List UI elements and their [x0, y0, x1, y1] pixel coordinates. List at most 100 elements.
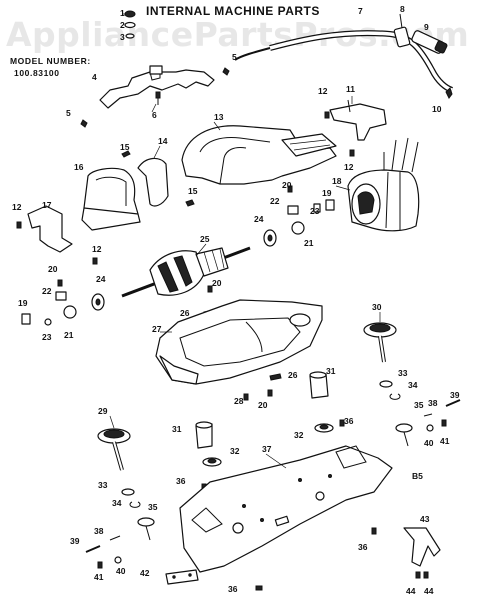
part-33-washers	[121, 380, 393, 496]
callout-12b: 12	[344, 162, 354, 172]
part-31-bushings	[195, 371, 329, 449]
callout-22b: 22	[42, 286, 52, 296]
callout-26b: 26	[288, 370, 298, 380]
callout-25: 25	[200, 234, 210, 244]
callout-5b: 5	[66, 108, 71, 118]
callout-21a: 21	[304, 238, 314, 248]
callout-23a: 23	[310, 206, 320, 216]
part-9-plug	[411, 30, 448, 54]
callout-12c: 12	[12, 202, 22, 212]
corner-tag: B5	[412, 471, 423, 481]
leader-lines	[109, 96, 381, 469]
callout-38b: 38	[94, 526, 104, 536]
callout-33a: 33	[398, 368, 408, 378]
part-37-base-plate	[179, 445, 393, 573]
callout-33b: 33	[98, 480, 108, 490]
callout-44b: 44	[424, 586, 434, 596]
part-24-bearing	[91, 229, 277, 311]
callout-17: 17	[42, 200, 52, 210]
callout-39b: 39	[70, 536, 80, 546]
part-40-washer	[114, 424, 434, 564]
part-14-shield	[137, 157, 169, 207]
part-4-top-bracket	[99, 65, 215, 109]
part-20-brush-holder	[57, 185, 293, 397]
callout-27: 27	[152, 324, 162, 334]
callout-34a: 34	[408, 380, 418, 390]
part-15-screws	[121, 150, 195, 207]
callout-41b: 41	[94, 572, 104, 582]
callout-40a: 40	[424, 438, 434, 448]
part-41-clip	[97, 419, 447, 569]
callout-1: 1	[120, 8, 125, 18]
callout-20a: 20	[282, 180, 292, 190]
part-8-strain-relief	[393, 13, 411, 48]
part-25-armature	[121, 246, 251, 298]
callout-18: 18	[332, 176, 342, 186]
callout-26a: 26	[180, 308, 190, 318]
callout-12a: 12	[318, 86, 328, 96]
part-44-screws	[415, 571, 429, 579]
callout-9: 9	[424, 22, 429, 32]
callout-40b: 40	[116, 566, 126, 576]
callout-30: 30	[372, 302, 382, 312]
callout-35b: 35	[148, 502, 158, 512]
part-19-brush	[21, 199, 335, 325]
callout-38a: 38	[428, 398, 438, 408]
callout-14: 14	[158, 136, 168, 146]
callout-15b: 15	[188, 186, 198, 196]
callout-29: 29	[98, 406, 108, 416]
part-18-field-stator	[347, 137, 420, 232]
callout-32b: 32	[294, 430, 304, 440]
callout-15a: 15	[120, 142, 130, 152]
callout-28: 28	[234, 396, 244, 406]
callout-labels: 1 2 3 4 5 5 6 7 8 9 10 11 12 12 12 12 13…	[12, 4, 460, 596]
callout-11: 11	[346, 84, 355, 94]
callout-31b: 31	[326, 366, 336, 376]
part-27-main-frame	[155, 299, 323, 385]
part-39-pin	[85, 399, 461, 553]
part-32-washers	[202, 423, 334, 467]
part-22-spring	[55, 205, 299, 301]
callout-19b: 19	[18, 298, 28, 308]
part-10-terminal	[445, 87, 453, 99]
callout-36c: 36	[358, 542, 368, 552]
part-13-motor-housing	[181, 125, 337, 185]
part-28-screw	[243, 393, 249, 401]
callout-20c: 20	[212, 278, 222, 288]
part-12-screws	[16, 111, 355, 265]
callout-35a: 35	[414, 400, 424, 410]
part-17-bracket	[27, 205, 73, 253]
part-35-pinion	[137, 423, 413, 541]
callout-7: 7	[358, 6, 363, 16]
model-number-label: MODEL NUMBER:	[10, 56, 91, 66]
callout-20b: 20	[48, 264, 58, 274]
callout-12d: 12	[92, 244, 102, 254]
diagram-title: INTERNAL MACHINE PARTS	[146, 4, 320, 18]
callout-16: 16	[74, 162, 84, 172]
callout-32a: 32	[230, 446, 240, 456]
part-16-fan-housing	[81, 167, 141, 231]
callout-36b: 36	[176, 476, 186, 486]
callout-10: 10	[432, 104, 442, 114]
callout-13: 13	[214, 112, 224, 122]
part-11-switch-bracket	[329, 99, 387, 141]
callout-36a: 36	[344, 416, 354, 426]
callout-42: 42	[140, 568, 150, 578]
model-number-value: 100.83100	[14, 68, 60, 78]
callout-23b: 23	[42, 332, 52, 342]
part-29-gear	[97, 428, 131, 471]
part-30-gear	[363, 322, 397, 363]
part-42-plate	[165, 569, 199, 585]
callout-19a: 19	[322, 188, 332, 198]
callout-20d: 20	[258, 400, 268, 410]
callout-39a: 39	[450, 390, 460, 400]
callout-21b: 21	[64, 330, 74, 340]
callout-22a: 22	[270, 196, 280, 206]
part-23-contact	[44, 203, 321, 326]
callout-8: 8	[400, 4, 405, 14]
callout-6: 6	[152, 110, 157, 120]
part-5-screw	[80, 67, 230, 128]
part-43-lever	[403, 527, 441, 567]
callout-4: 4	[92, 72, 97, 82]
